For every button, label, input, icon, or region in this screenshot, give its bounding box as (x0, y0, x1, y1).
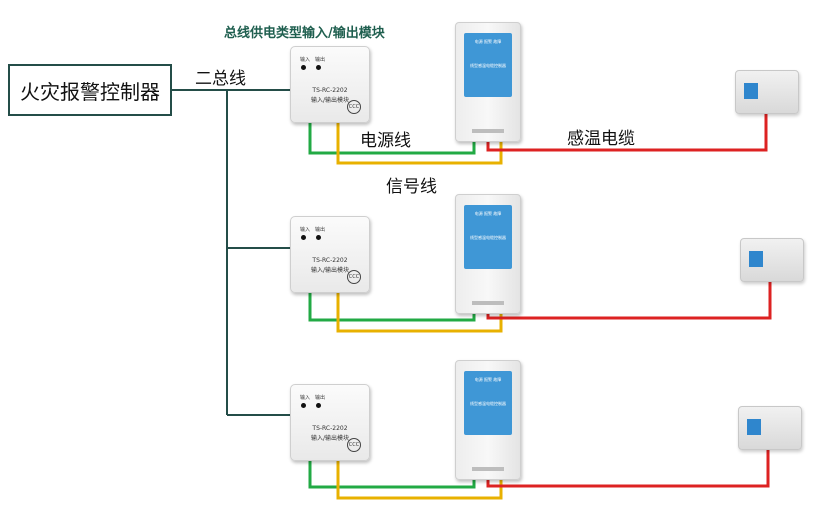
terminal-box (735, 70, 799, 114)
bus-lines (172, 89, 290, 416)
module-name: 输入/输出模块 (310, 267, 350, 274)
led-out-label: 输出 (315, 395, 326, 401)
led-icon (316, 403, 321, 408)
led-icon (301, 235, 306, 240)
cable-wire-2 (486, 280, 772, 320)
heat-cable-label: 感温电缆 (567, 129, 635, 149)
led-out-label: 输出 (315, 227, 326, 233)
cable-wire-3 (486, 448, 770, 488)
led-icon (301, 65, 306, 70)
io-module: 输入 输出 TS-RC-2202 输入/输出模块 CCC (290, 46, 370, 123)
panel-led-labels: 电源 报警 故障 (474, 377, 502, 382)
heat-cable-controller: 电源 报警 故障 线型感温电缆控制器 (455, 360, 521, 480)
signal-wire-1 (336, 120, 503, 165)
led-icon (301, 403, 306, 408)
heat-cable-controller: 电源 报警 故障 线型感温电缆控制器 (455, 194, 521, 314)
led-icon (316, 235, 321, 240)
module-model: TS-RC-2202 (312, 425, 348, 432)
module-model: TS-RC-2202 (312, 87, 348, 94)
fire-alarm-controller: 火灾报警控制器 (8, 64, 172, 116)
brand-plate (472, 467, 504, 471)
brand-plate (472, 301, 504, 305)
led-in-label: 输入 (300, 57, 311, 63)
panel-led-labels: 电源 报警 故障 (474, 39, 502, 44)
diagram-title: 总线供电类型输入/输出模块 (224, 26, 385, 41)
controller-panel: 电源 报警 故障 线型感温电缆控制器 (464, 33, 512, 97)
io-module: 输入 输出 TS-RC-2202 输入/输出模块 CCC (290, 216, 370, 293)
power-wire-2 (308, 290, 476, 322)
terminal-label-plate (744, 83, 758, 99)
bus-label: 二总线 (195, 69, 246, 89)
panel-text: 线型感温电缆控制器 (470, 63, 506, 68)
terminal-label-plate (749, 251, 763, 267)
ccc-cert-icon: CCC (347, 438, 361, 452)
row3-wires (308, 448, 770, 500)
led-in-label: 输入 (300, 227, 311, 233)
module-name: 输入/输出模块 (310, 97, 350, 104)
panel-text: 线型感温电缆控制器 (470, 401, 506, 406)
heat-cable-controller: 电源 报警 故障 线型感温电缆控制器 (455, 22, 521, 142)
panel-led-labels: 电源 报警 故障 (474, 211, 502, 216)
terminal-box (738, 406, 802, 450)
row2-wires (308, 280, 772, 333)
module-model: TS-RC-2202 (312, 257, 348, 264)
terminal-label-plate (747, 419, 761, 435)
panel-text: 线型感温电缆控制器 (470, 235, 506, 240)
terminal-box (740, 238, 804, 282)
power-line-label: 电源线 (360, 131, 411, 151)
io-module: 输入 输出 TS-RC-2202 输入/输出模块 CCC (290, 384, 370, 461)
led-in-label: 输入 (300, 395, 311, 401)
ccc-cert-icon: CCC (347, 100, 361, 114)
led-icon (316, 65, 321, 70)
brand-plate (472, 129, 504, 133)
controller-panel: 电源 报警 故障 线型感温电缆控制器 (464, 205, 512, 269)
ccc-cert-icon: CCC (347, 270, 361, 284)
signal-line-label: 信号线 (386, 177, 437, 197)
controller-panel: 电源 报警 故障 线型感温电缆控制器 (464, 371, 512, 435)
led-out-label: 输出 (315, 57, 326, 63)
module-name: 输入/输出模块 (310, 435, 350, 442)
